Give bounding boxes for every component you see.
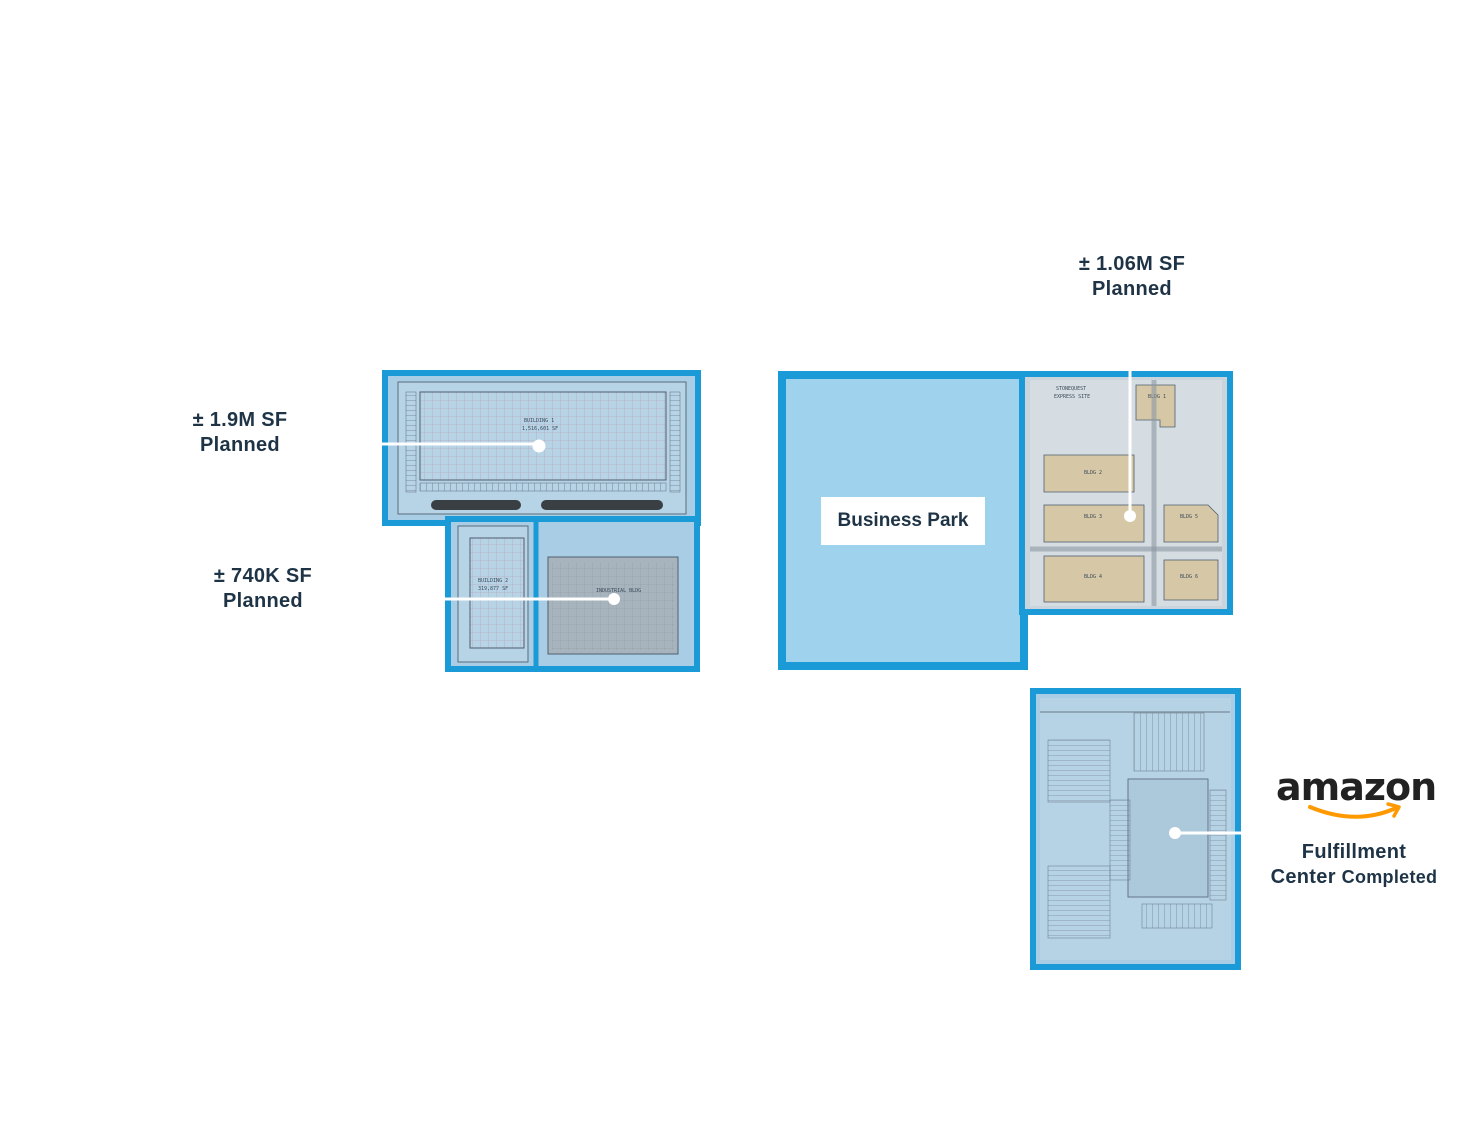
parcel-amazon[interactable] [1030, 688, 1241, 970]
amazon-wordmark: amazon [1276, 765, 1437, 809]
site-3-size: ± 1.06M SF [1078, 253, 1186, 275]
amazon-logo: amazon [1276, 765, 1437, 822]
amazon-smile-icon [1308, 802, 1401, 819]
business-park-label: Business Park [821, 497, 985, 545]
site-1-size: ± 1.9M SF [192, 409, 288, 431]
site-2-size: ± 740K SF [213, 565, 313, 587]
parcel-bldg-1-6[interactable]: STONEQUEST EXPRESS SITE BLDG 1 BLDG 2 BL… [1019, 371, 1233, 615]
site-3-label: ± 1.06M SF Planned [1052, 252, 1212, 302]
leader-amazon [1169, 827, 1244, 839]
parcel-building-1[interactable]: BUILDING 1 1,516,601 SF [382, 370, 701, 526]
leader-site-2 [384, 593, 620, 605]
building-1-plan-label: BUILDING 1 [524, 418, 554, 424]
bldg-6-label: BLDG 6 [1180, 574, 1198, 580]
leader-site-1 [381, 439, 546, 453]
amazon-line-2b: Completed [1341, 867, 1438, 887]
amazon-line-1: Fulfillment [1301, 841, 1407, 863]
site-1-status: Planned [200, 434, 280, 456]
industrial-plan-label: INDUSTRIAL BLDG [596, 588, 641, 594]
site-1-label: ± 1.9M SF Planned [160, 408, 320, 458]
building-2-plan-sf: 319,877 SF [478, 586, 508, 592]
site-2-label: ± 740K SF Planned [183, 564, 343, 614]
express-site-label: EXPRESS SITE [1054, 394, 1090, 400]
bldg-1-label: BLDG 1 [1148, 394, 1166, 400]
leader-site-3 [1124, 310, 1136, 522]
building-1-plan-sf: 1,516,601 SF [522, 426, 558, 432]
amazon-label: Fulfillment Center Completed [1262, 840, 1446, 890]
bldg-2-label: BLDG 2 [1084, 470, 1102, 476]
building-2-plan-label: BUILDING 2 [478, 578, 508, 584]
site-2-status: Planned [223, 590, 303, 612]
bldg-4-label: BLDG 4 [1084, 574, 1102, 580]
site-3-status: Planned [1092, 278, 1172, 300]
amazon-line-2a: Center [1270, 866, 1336, 888]
bldg-3-label: BLDG 3 [1084, 514, 1102, 520]
bldg-5-label: BLDG 5 [1180, 514, 1198, 520]
stonequest-label: STONEQUEST [1056, 386, 1086, 392]
amazon-line-2: Center Completed [1262, 865, 1446, 890]
parcel-building-2[interactable]: BUILDING 2 319,877 SF INDUSTRIAL BLDG [445, 516, 700, 672]
